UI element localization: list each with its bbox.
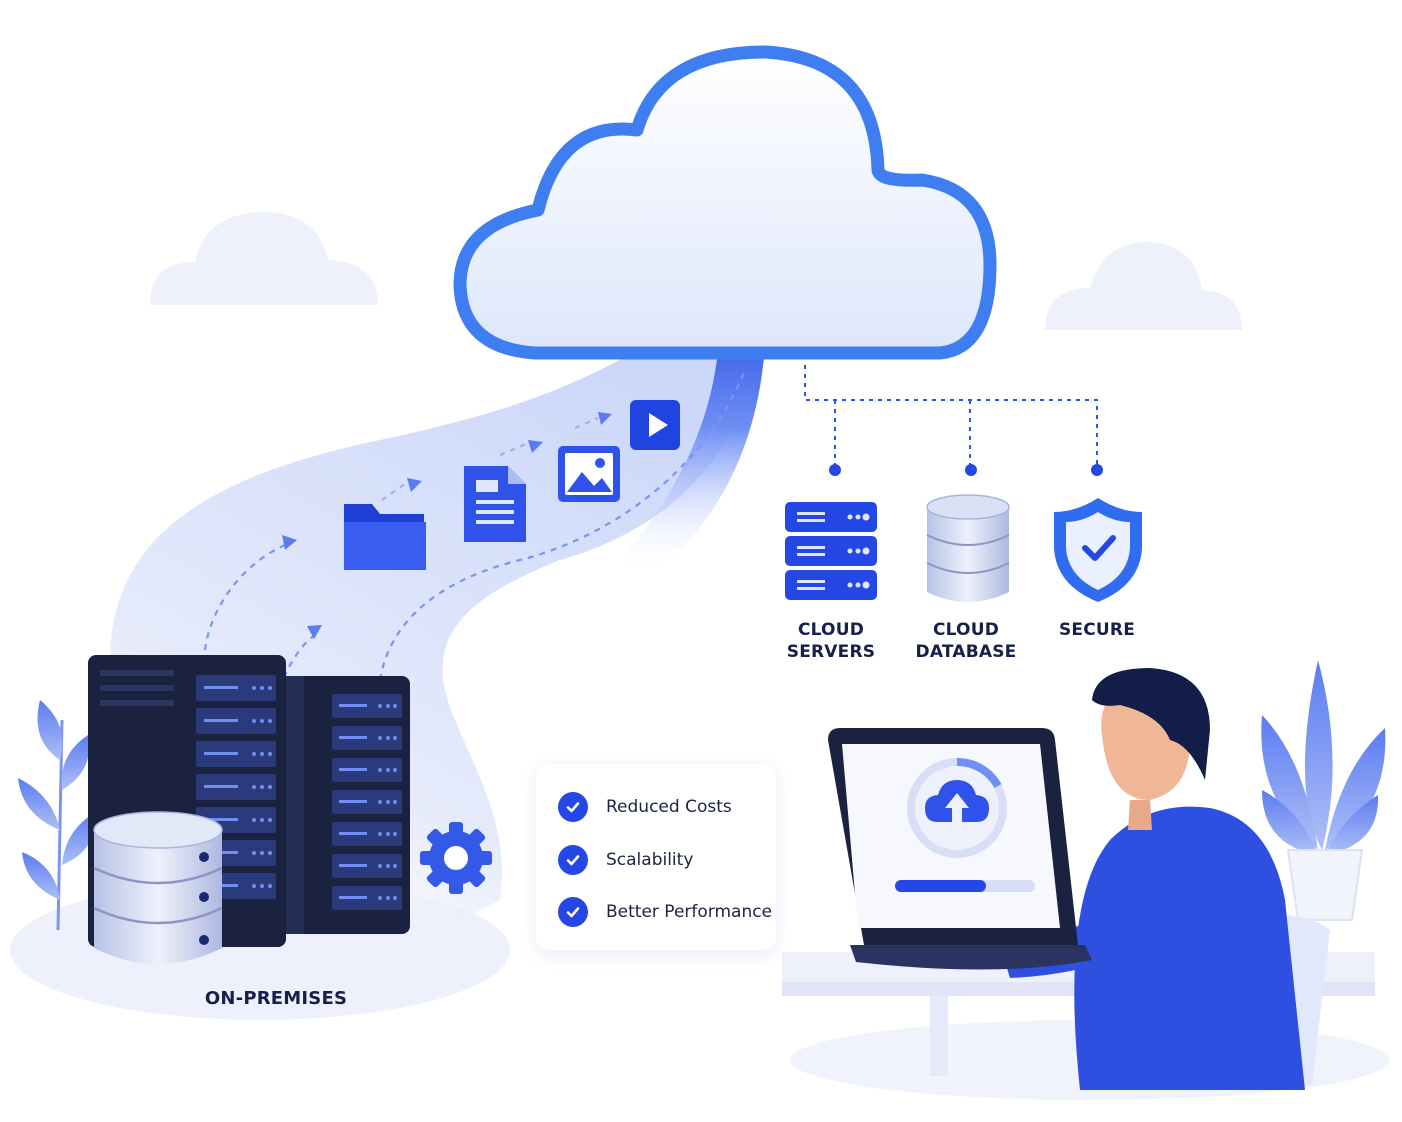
main-cloud (453, 45, 997, 360)
check-circle-icon (558, 792, 588, 822)
service-connectors (804, 365, 1098, 468)
benefits-card: Reduced Costs Scalability Better Perform… (536, 764, 776, 950)
check-circle-icon (558, 845, 588, 875)
play-icon (630, 400, 680, 450)
shield-check-icon (1054, 498, 1142, 602)
check-circle-icon (558, 897, 588, 927)
gear-icon (420, 822, 492, 894)
benefit-label: Better Performance (606, 902, 773, 922)
background-cloud-left (150, 212, 378, 305)
on-premises-database-icon (93, 811, 223, 964)
plant-left (18, 700, 97, 931)
folder-icon (344, 504, 426, 570)
benefit-label: Scalability (606, 850, 694, 870)
flow-dashes (381, 416, 599, 501)
cloud-servers-label: CLOUD SERVERS (786, 620, 876, 662)
flow-paths (203, 369, 747, 701)
image-icon (558, 446, 620, 502)
upload-progress-fill (895, 880, 986, 892)
database-icon (926, 494, 1010, 602)
upload-icon (925, 780, 989, 832)
document-icon (464, 466, 526, 542)
benefit-item: Reduced Costs (558, 791, 732, 823)
secure-label: SECURE (1058, 620, 1136, 640)
benefit-label: Reduced Costs (606, 797, 732, 817)
benefit-item: Scalability (558, 844, 693, 876)
connector-dots (829, 464, 1103, 476)
cloud-database-label: CLOUD DATABASE (915, 620, 1017, 662)
flow-arrowheads (282, 412, 612, 639)
on-premises-label: ON-PREMISES (204, 988, 348, 1009)
server-rack-icon (785, 502, 877, 600)
background-cloud-right (1045, 242, 1242, 330)
plant-right (1261, 660, 1386, 921)
server-rack-front (286, 676, 410, 934)
benefit-item: Better Performance (558, 896, 772, 928)
